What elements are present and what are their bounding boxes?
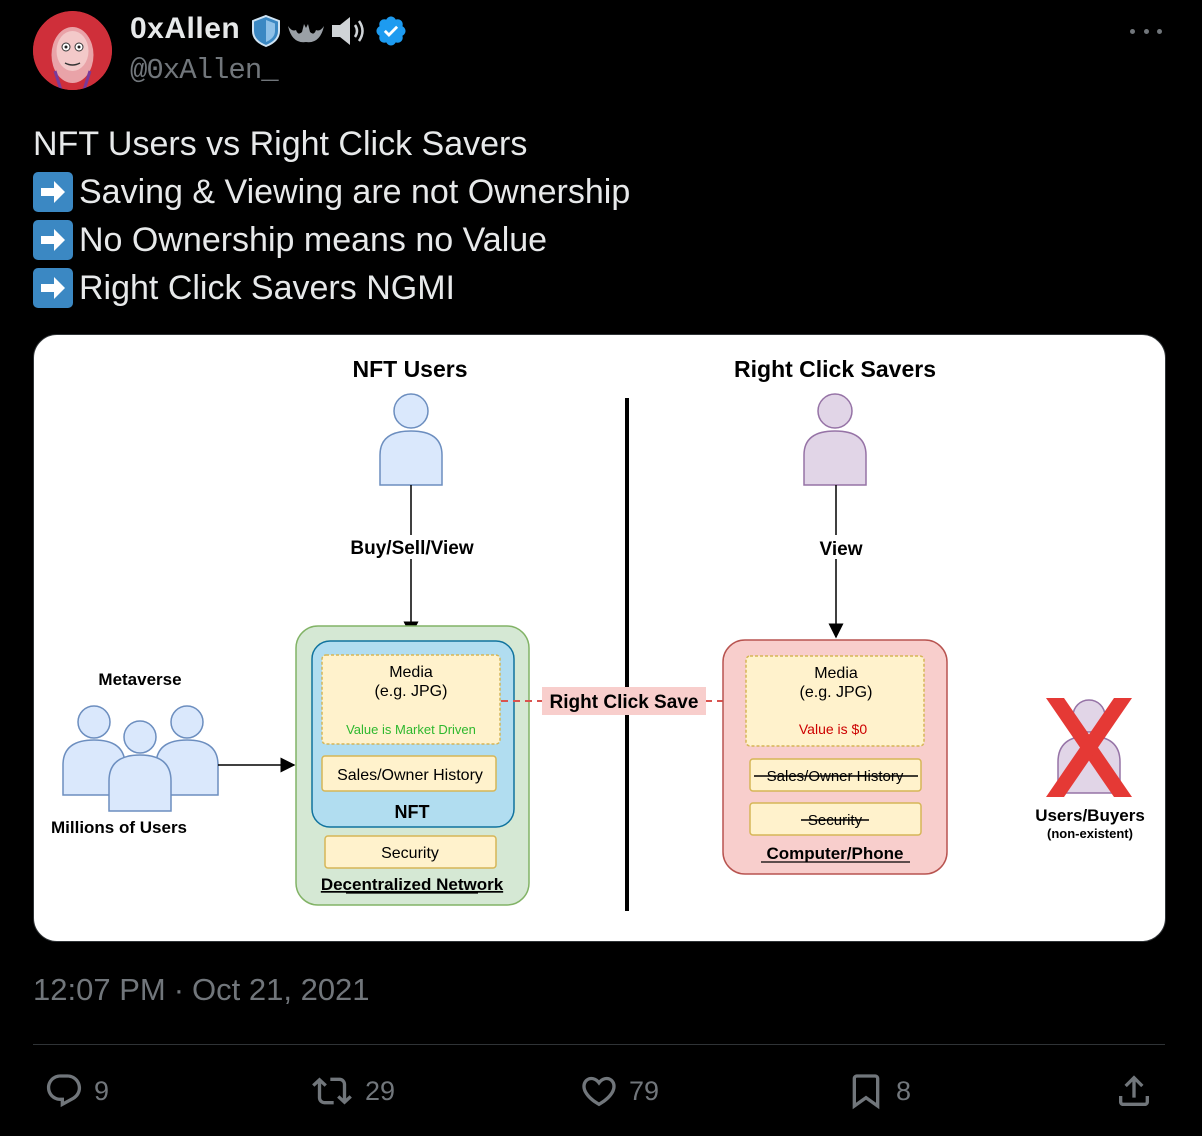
diagram: NFT Users Right Click Savers Buy/Sell/Vi… — [51, 356, 1145, 911]
separator: · — [173, 972, 185, 1007]
avatar-image — [33, 11, 112, 90]
nft-security-box — [324, 835, 497, 869]
right-click-user-icon — [803, 393, 867, 486]
rc-media-label: Media — [814, 665, 858, 682]
buy-sell-view-label: Buy/Sell/View — [350, 538, 473, 559]
display-name[interactable]: 0xAllen — [130, 12, 241, 45]
bookmark-icon — [852, 1074, 880, 1110]
repost-button[interactable]: 29 — [309, 1066, 395, 1116]
bookmark-button[interactable]: 8 — [846, 1066, 911, 1116]
nft-value-label: Value is Market Driven — [346, 722, 476, 737]
tweet-line-text: Saving & Viewing are not Ownership — [79, 173, 631, 211]
metaverse-users-icon — [62, 705, 219, 812]
buyers-label: Users/Buyers — [1035, 806, 1145, 825]
buyers-sub-label: (non-existent) — [1047, 826, 1133, 841]
rc-media-sub-label: (e.g. JPG) — [800, 684, 873, 701]
computer-phone-label: Computer/Phone — [767, 844, 904, 863]
cross-icon — [1046, 698, 1132, 797]
tweet-text: NFT Users vs Right Click Savers Saving &… — [33, 120, 630, 312]
speaker-icon — [332, 17, 364, 45]
right-arrow-emoji-icon — [33, 220, 73, 260]
tweet-line: NFT Users vs Right Click Savers — [33, 120, 630, 168]
tweet-line: No Ownership means no Value — [33, 216, 630, 264]
bookmark-count: 8 — [896, 1075, 912, 1106]
shield-icon — [252, 14, 280, 48]
nft-user-icon — [379, 393, 443, 486]
date[interactable]: Oct 21, 2021 — [192, 972, 370, 1007]
left-title: NFT Users — [352, 356, 467, 382]
nft-media-box — [321, 654, 501, 745]
bat-icon — [288, 24, 324, 43]
badges — [250, 13, 408, 49]
tweet-line: Saving & Viewing are not Ownership — [33, 168, 630, 216]
reply-count: 9 — [94, 1075, 110, 1106]
like-button[interactable]: 79 — [579, 1066, 659, 1116]
nft-history-label: Sales/Owner History — [337, 767, 483, 784]
right-arrow-emoji-icon — [33, 172, 73, 212]
right-arrow-emoji-icon — [33, 268, 73, 308]
nft-history-box — [321, 755, 497, 792]
repost-icon — [312, 1077, 352, 1105]
timestamp[interactable]: 12:07 PM · Oct 21, 2021 — [33, 972, 370, 1008]
avatar[interactable] — [33, 11, 112, 90]
tweet-line-text: No Ownership means no Value — [79, 221, 548, 259]
nft-media-label: Media — [389, 664, 433, 681]
time[interactable]: 12:07 PM — [33, 972, 166, 1007]
tweet-line-text: NFT Users vs Right Click Savers — [33, 125, 528, 163]
right-title: Right Click Savers — [734, 356, 936, 382]
share-icon — [1119, 1075, 1149, 1106]
more-dot-icon — [1130, 28, 1135, 34]
rc-security-box — [749, 802, 922, 836]
millions-label: Millions of Users — [51, 818, 187, 837]
more-dot-icon — [1143, 28, 1149, 34]
handle[interactable]: @0xAllen_ — [130, 54, 279, 87]
nft-label: NFT — [395, 802, 430, 822]
like-count: 79 — [629, 1075, 660, 1106]
rc-media-box — [745, 655, 925, 747]
divider — [33, 1044, 1165, 1045]
more-dot-icon — [1157, 28, 1162, 34]
tweet-line-text: Right Click Savers NGMI — [79, 269, 455, 307]
more-options-button[interactable] — [1130, 26, 1162, 36]
view-label: View — [820, 539, 863, 560]
tweet-line: Right Click Savers NGMI — [33, 264, 630, 312]
decentralized-network-label: Decentralized Network — [321, 875, 504, 894]
rc-history-box — [749, 758, 922, 792]
reply-button[interactable]: 9 — [44, 1066, 109, 1116]
reply-icon — [46, 1074, 82, 1108]
heart-icon — [582, 1076, 616, 1107]
nft-security-label: Security — [381, 845, 439, 862]
metaverse-label: Metaverse — [98, 670, 181, 689]
repost-count: 29 — [365, 1075, 396, 1106]
verified-icon — [376, 16, 406, 46]
rc-value-label: Value is $0 — [799, 721, 867, 737]
right-click-save-label: Right Click Save — [550, 692, 699, 713]
media-card[interactable]: NFT Users Right Click Savers Buy/Sell/Vi… — [33, 334, 1166, 942]
nft-media-sub-label: (e.g. JPG) — [375, 683, 448, 700]
share-button[interactable] — [1114, 1066, 1154, 1116]
